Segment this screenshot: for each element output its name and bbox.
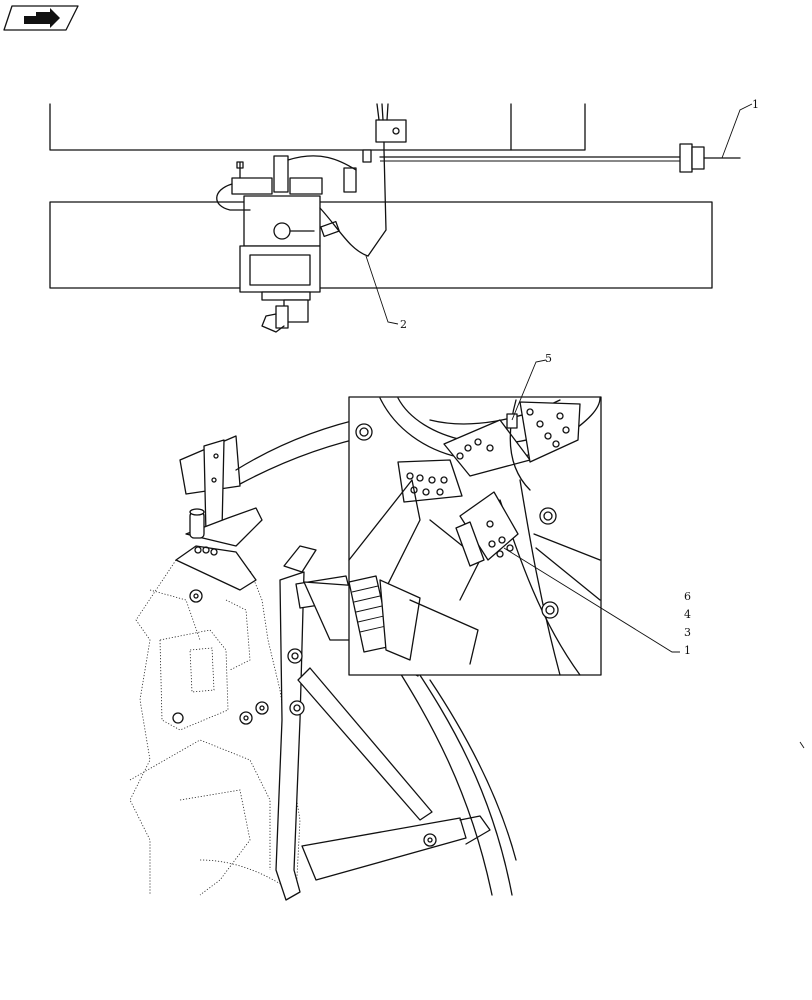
detail-inset	[348, 359, 680, 676]
callout-detail-5: 5	[545, 352, 552, 365]
next-page-arrow-icon[interactable]	[3, 5, 79, 31]
leader-top-1	[721, 103, 753, 159]
callout-detail-1: 1	[684, 644, 691, 657]
sensor-wire	[509, 399, 531, 491]
upper-assembly	[49, 103, 753, 333]
edge-tick	[799, 741, 805, 749]
engine-block-outline	[129, 559, 301, 896]
callout-detail-3: 3	[684, 626, 691, 639]
sensor-threaded-body	[348, 575, 479, 665]
callout-detail-6: 6	[684, 590, 691, 603]
body-bolts	[172, 589, 269, 725]
valve-block	[216, 155, 369, 333]
sensor-bracket-arm	[275, 545, 491, 901]
clip	[362, 149, 372, 163]
perforated-rotor	[443, 401, 581, 477]
leader-detail-1	[503, 547, 680, 653]
harness-connector	[679, 143, 741, 173]
callout-detail-4: 4	[684, 608, 691, 621]
cable-tie	[506, 413, 518, 429]
callout-top-2: 2	[400, 318, 407, 331]
upper-frame	[49, 103, 586, 151]
lower-frame	[49, 201, 713, 289]
callout-top-1: 1	[752, 98, 759, 111]
left-plate	[397, 459, 463, 503]
leader-detail-5	[511, 359, 547, 421]
mount-bracket	[175, 435, 263, 591]
leader-top-2	[365, 255, 399, 325]
top-sensor	[367, 103, 407, 257]
